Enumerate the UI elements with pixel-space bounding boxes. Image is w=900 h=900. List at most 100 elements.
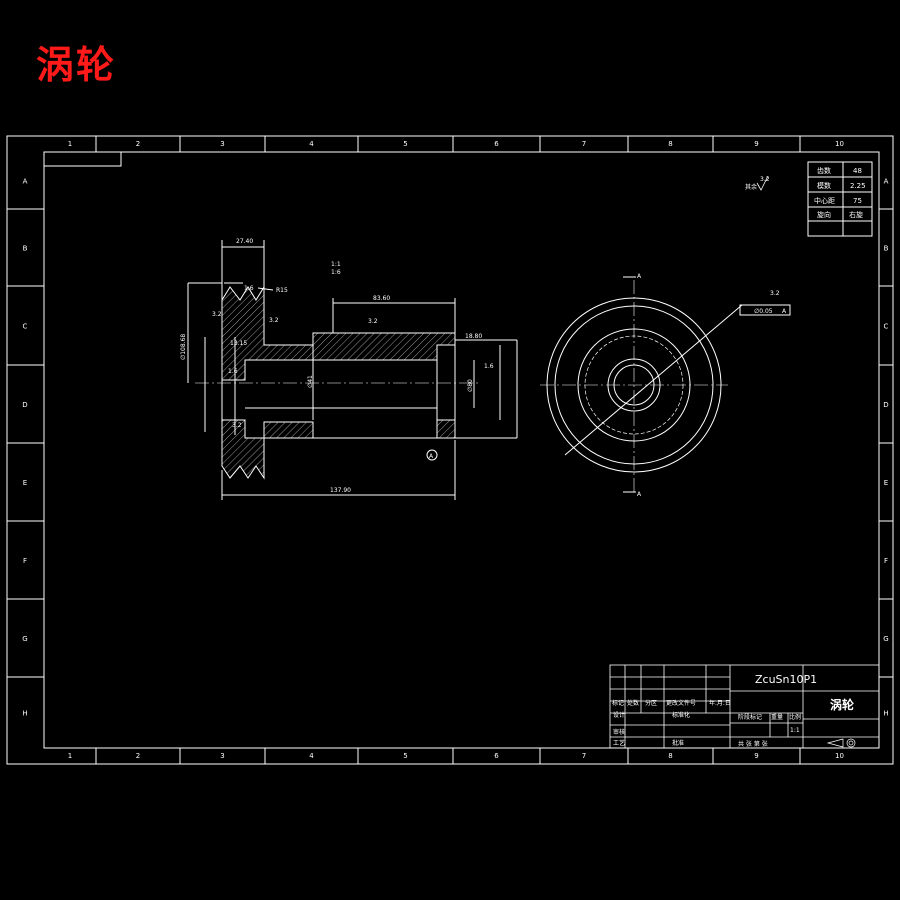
zone-column-label: 9 [754,752,758,760]
standard-label: 标准化 [672,711,690,719]
roughness-general-value: 3.2 [760,176,770,183]
zone-grid [7,136,893,764]
general-roughness: 其余 3.2 [745,175,770,191]
dim-top: 27.40 [236,238,253,245]
zone-column-label: 10 [835,752,844,760]
tolerance-value: ∅0.05 [754,308,773,315]
zone-column-label: 1 [68,752,72,760]
zone-column-label: 10 [835,140,844,148]
design-label: 设计 [613,711,625,719]
part-name: 涡轮 [830,697,855,712]
zone-row-label: A [884,178,889,186]
dim-inner: 13.15 [230,340,247,347]
title-block [609,664,880,749]
zone-column-label: 1 [68,140,72,148]
page-title: 涡轮 [36,42,117,87]
section-view-labels: 27.40 83.60 137.90 18.80 R15 1:1 1:6 13.… [180,238,494,494]
zone-column-label: 7 [582,140,586,148]
roughness-mark: 3.2 [368,318,378,325]
zone-row-label: D [883,401,888,409]
parameter-table: 齿数 48 模数 2.25 中心距 75 旋向 右旋 [807,161,873,237]
scale-value: 1:1 [790,727,800,734]
scale-label: 比例 [789,713,801,721]
section-label-top: A [637,273,642,280]
header-cell: 分区 [645,699,657,707]
dim-bore: ∅41 [307,375,314,388]
header-cell: 更改文件号 [666,699,696,707]
section-view [187,240,518,500]
header-cell: 处数 [627,699,639,707]
zone-column-label: 2 [136,140,140,148]
outer-frame [6,135,894,765]
zone-row-label: C [884,323,889,331]
zone-row-label: H [22,710,27,718]
zone-column-label: 5 [403,140,407,148]
zone-row-label: G [22,635,27,643]
corner-box [43,151,122,167]
dim-right: 18.80 [465,333,482,340]
front-view-labels: A A ∅0.05 A 3.2 [637,273,787,498]
section-marker: A [429,453,434,460]
roughness-mark: 3.2 [269,317,279,324]
header-cell: 年.月.日 [709,699,731,707]
radius-label: R15 [276,287,288,294]
param-label: 模数 [817,181,831,190]
approve-label: 批准 [672,739,684,747]
zone-row-label: E [884,479,888,487]
material: ZcuSn10P1 [755,673,817,686]
roughness-mark: 3.2 [212,311,222,318]
roughness-mark: 3.2 [232,422,242,429]
param-value: 2.25 [850,182,866,190]
zone-column-label: 6 [494,140,499,148]
ratio-bottom: 1:6 [331,269,341,276]
dim-left-vertical: ∅108.68 [180,334,187,360]
zone-column-label: 8 [668,752,672,760]
roughness-mark: 1.6 [244,285,254,292]
zone-column-label: 2 [136,752,140,760]
zone-column-label: 3 [220,752,224,760]
roughness-general-label: 其余 [745,183,757,191]
weight-label: 重量 [771,713,783,721]
zone-column-label: 4 [309,752,314,760]
param-value: 75 [853,197,862,205]
zone-row-label: C [23,323,28,331]
zone-column-label: 9 [754,140,758,148]
zone-row-label: G [883,635,888,643]
zone-row-label: D [22,401,27,409]
projection-symbol [826,738,856,748]
dim-total: 137.90 [330,487,351,494]
inner-frame [43,151,880,749]
roughness-mark: 1.6 [484,363,494,370]
param-value: 右旋 [849,210,863,219]
param-label: 旋向 [817,210,831,219]
craft-label: 工艺 [613,739,625,747]
review-label: 审核 [613,728,625,736]
title-block-text: ZcuSn10P1 涡轮 标记 处数 分区 更改文件号 年.月.日 设计 标准化… [612,673,855,748]
roughness-mark: 1.6 [228,368,238,375]
param-label: 齿数 [817,166,831,175]
zone-row-label: B [884,245,889,253]
param-label: 中心距 [814,196,835,205]
zone-row-label: E [23,479,27,487]
tolerance-ref: A [782,308,787,315]
section-label-bottom: A [637,491,642,498]
dim-long: 83.60 [373,295,390,302]
param-value: 48 [853,167,862,175]
zone-column-label: 8 [668,140,672,148]
zone-row-label: A [23,178,28,186]
stage-label: 阶段标记 [738,713,762,721]
worm-rim-upper [221,285,456,381]
zone-column-label: 4 [309,140,314,148]
zone-column-label: 7 [582,752,586,760]
front-view [540,276,791,495]
zone-column-label: 5 [403,752,407,760]
zone-column-label: 6 [494,752,499,760]
zone-column-label: 3 [220,140,224,148]
zone-row-label: B [23,245,28,253]
sheets-label: 共 张 第 张 [738,740,768,748]
ratio-top: 1:1 [331,261,341,268]
zone-row-label: H [883,710,888,718]
front-roughness: 3.2 [770,290,780,297]
